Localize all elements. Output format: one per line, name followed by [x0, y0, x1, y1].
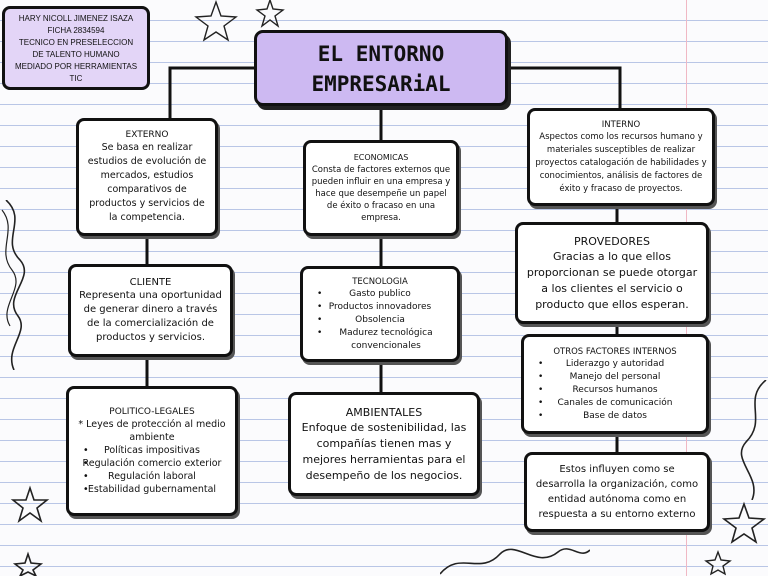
tecnologia-item: Madurez tecnológica convencionales [309, 327, 451, 353]
proveedores-heading: PROVEDORES [574, 234, 650, 248]
economicas-body: Consta de factores externos que pueden i… [311, 165, 451, 223]
cliente-card: CLIENTE Representa una oportunidad de ge… [68, 264, 233, 357]
cliente-heading: CLIENTE [129, 276, 172, 288]
author-name: HARY NICOLL JIMENEZ ISAZA [18, 14, 134, 23]
proveedores-body: Gracias a lo que ellos proporcionan se p… [526, 249, 698, 311]
externo-body: Se basa en realizar estudios de evolució… [87, 142, 207, 223]
author-program-line3: MEDIADO POR HERRAMIENTAS [14, 62, 138, 71]
author-program-line2: DE TALENTO HUMANO [32, 50, 120, 59]
politico-item: Regulación comercio exterior [75, 457, 229, 470]
politico-item: Políticas impositivas [75, 444, 229, 457]
tecnologia-card: TECNOLOGIA Gasto publico Productos innov… [300, 266, 460, 362]
otros-item: Recursos humanos [530, 384, 700, 397]
diagram-title: EL ENTORNO EMPRESARiAL [254, 30, 508, 106]
ambientales-body: Enfoque de sostenibilidad, las compañías… [301, 420, 467, 482]
tecnologia-item: Gasto publico [309, 288, 451, 301]
conclusion-body: Estos influyen como se desarrolla la org… [535, 464, 699, 520]
interno-body: Aspectos como los recursos humano y mate… [535, 131, 707, 194]
politico-legales-card: POLITICO-LEGALES * Leyes de protección a… [66, 386, 238, 516]
otros-item: Liderazgo y autoridad [530, 358, 700, 371]
cliente-body: Representa una oportunidad de generar di… [79, 289, 222, 343]
conclusion-card: Estos influyen como se desarrolla la org… [524, 452, 710, 532]
externo-heading: EXTERNO [125, 130, 169, 140]
otros-item: Canales de comunicación [530, 397, 700, 410]
author-info-box: HARY NICOLL JIMENEZ ISAZA FICHA 2834594 … [2, 6, 150, 90]
proveedores-card: PROVEDORES Gracias a lo que ellos propor… [515, 222, 709, 324]
tecnologia-item: Obsolencia [309, 314, 451, 327]
title-line-1: EL ENTORNO [317, 42, 445, 66]
politico-item: Regulación laboral [75, 470, 229, 483]
politico-item: Estabilidad gubernamental [75, 483, 229, 496]
economicas-heading: ECONOMICAS [353, 153, 409, 162]
interno-heading: INTERNO [601, 119, 641, 130]
externo-card: EXTERNO Se basa en realizar estudios de … [76, 118, 218, 236]
politico-intro: * Leyes de protección al medio ambiente [78, 419, 226, 443]
otros-item: Base de datos [530, 410, 700, 423]
author-program-line1: TECNICO EN PRESELECCION [18, 38, 134, 47]
ambientales-card: AMBIENTALES Enfoque de sostenibilidad, l… [288, 392, 480, 496]
politico-heading: POLITICO-LEGALES [109, 407, 195, 417]
tecnologia-heading: TECNOLOGIA [352, 276, 408, 287]
tecnologia-list: Gasto publico Productos innovadores Obso… [309, 288, 451, 353]
author-ficha: FICHA 2834594 [47, 26, 105, 35]
otros-heading: OTROS FACTORES INTERNOS [553, 346, 677, 357]
tecnologia-item: Productos innovadores [309, 301, 451, 314]
otros-list: Liderazgo y autoridad Manejo del persona… [530, 358, 700, 423]
interno-card: INTERNO Aspectos como los recursos human… [527, 108, 715, 206]
author-program-line4: TIC [69, 74, 83, 83]
economicas-card: ECONOMICAS Consta de factores externos q… [303, 140, 459, 236]
otros-factores-card: OTROS FACTORES INTERNOS Liderazgo y auto… [521, 334, 709, 434]
title-line-2: EMPRESARiAL [311, 72, 451, 96]
otros-item: Manejo del personal [530, 371, 700, 384]
ambientales-heading: AMBIENTALES [345, 405, 423, 419]
politico-list: Políticas impositivas Regulación comerci… [75, 444, 229, 496]
